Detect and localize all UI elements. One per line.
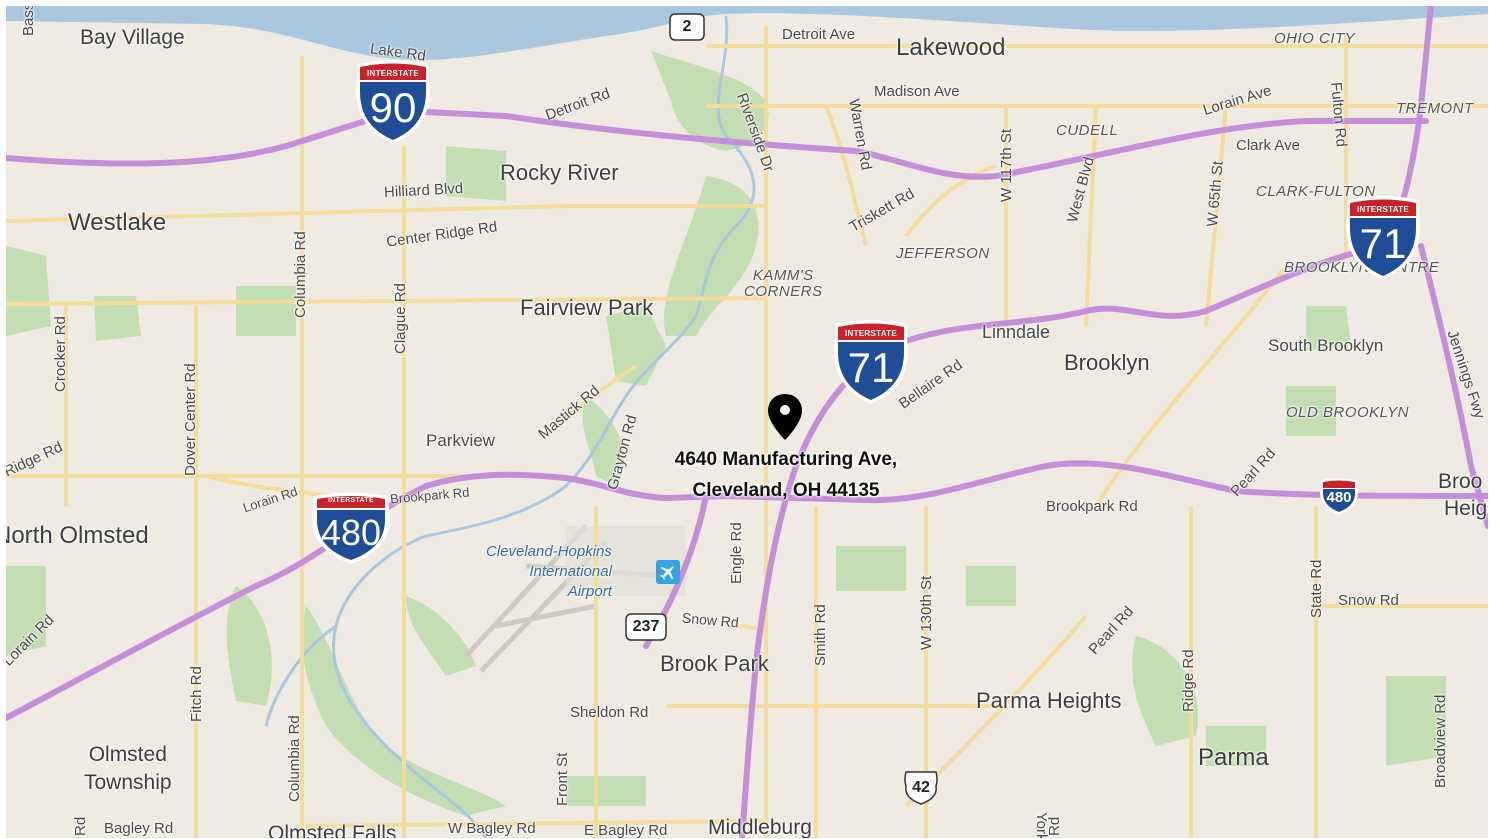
road-label-fitch: Fitch Rd <box>188 666 205 722</box>
city-label-parkview: Parkview <box>426 431 495 450</box>
city-label-parma: Parma <box>1198 744 1269 771</box>
road-label-brookpark-e: Brookpark Rd <box>1046 498 1138 515</box>
i71-west-shield: INTERSTATE 71 <box>828 320 914 406</box>
road-label-detroit-ave: Detroit Ave <box>782 26 856 43</box>
airport-label: Cleveland-Hopkins International Airport <box>486 543 612 600</box>
pin-address-line2: Cleveland, OH 44135 <box>692 480 880 501</box>
nbhd-clark-fulton: CLARK-FULTON <box>1256 183 1376 200</box>
rivers <box>264 15 756 838</box>
city-label-heig: Heig <box>1444 497 1488 520</box>
road-label-engle: Engle Rd <box>728 522 745 584</box>
road-label-snow-e: Snow Rd <box>1338 592 1399 609</box>
road-label-w117: W 117th St <box>998 128 1015 202</box>
road-label-clague: Clague Rd <box>392 283 409 354</box>
nbhd-tremont: TREMONT <box>1396 100 1474 117</box>
city-label-brook-park: Brook Park <box>660 651 769 676</box>
park-areas <box>6 51 1446 816</box>
road-label-e-bagley: E Bagley Rd <box>584 822 668 838</box>
i90-shield: INTERSTATE 90 <box>350 60 436 146</box>
map-view[interactable]: Bay Village Lakewood Rocky River Westlak… <box>6 6 1488 838</box>
city-label-broo: Broo <box>1438 470 1483 493</box>
nbhd-jefferson: JEFFERSON <box>896 245 990 262</box>
i480-route <box>6 460 1488 721</box>
map-canvas[interactable] <box>6 6 1488 838</box>
i71-east-shield: INTERSTATE 71 <box>1340 196 1426 282</box>
lake-erie <box>6 6 1488 60</box>
us42-shield: 42 <box>902 770 940 806</box>
city-label-linndale: Linndale <box>982 322 1051 342</box>
road-label-madison: Madison Ave <box>874 83 960 100</box>
city-label-fairview-park: Fairview Park <box>520 295 654 320</box>
pin-address-label: 4640 Manufacturing Ave, Cleveland, OH 44… <box>636 444 936 506</box>
city-label-south-brooklyn: South Brooklyn <box>1268 336 1384 355</box>
sr237-shield: 237 <box>624 612 668 642</box>
nbhd-ohio-city: OHIO CITY <box>1274 30 1356 47</box>
city-label-middleburg: Middleburg <box>708 816 812 838</box>
road-label-rd-sw: Rd <box>72 816 89 836</box>
city-label-lakewood: Lakewood <box>896 34 1006 61</box>
i480-west-shield: INTERSTATE 480 <box>308 492 394 566</box>
road-label-broadview: Broadview Rd <box>1432 694 1449 788</box>
airplane-icon <box>656 560 680 584</box>
city-label-bay-village: Bay Village <box>80 26 185 49</box>
nbhd-kamms-corners: KAMM'S CORNERS <box>744 267 823 300</box>
city-label-westlake: Westlake <box>68 209 167 236</box>
city-label-parma-heights: Parma Heights <box>976 688 1122 713</box>
i480-east-shield: 480 <box>1318 478 1360 516</box>
road-label-columbia-s: Columbia Rd <box>286 715 303 802</box>
jennings-fwy-route <box>1418 243 1488 529</box>
nbhd-cudell: CUDELL <box>1056 122 1119 139</box>
road-label-sheldon: Sheldon Rd <box>570 704 649 721</box>
nbhd-old-brooklyn: OLD BROOKLYN <box>1286 404 1409 421</box>
map-pin-icon[interactable] <box>766 392 804 442</box>
road-label-clark: Clark Ave <box>1236 137 1300 154</box>
road-label-rd-se: Rd <box>1046 816 1063 836</box>
road-label-front: Front St <box>554 752 571 806</box>
road-label-smith: Smith Rd <box>812 604 829 666</box>
pin-address-line1: 4640 Manufacturing Ave, <box>674 449 898 470</box>
city-label-olmsted-township: Olmsted Township <box>84 743 172 794</box>
road-label-state: State Rd <box>1308 559 1325 618</box>
i90-route <box>6 107 1429 180</box>
road-label-columbia-n: Columbia Rd <box>292 231 309 318</box>
road-label-bagley-w: Bagley Rd <box>104 820 174 837</box>
road-label-bassett: Bassett Rd <box>20 6 37 36</box>
road-label-dover-center: Dover Center Rd <box>182 363 199 476</box>
city-label-brooklyn: Brooklyn <box>1064 350 1150 375</box>
city-label-rocky-river: Rocky River <box>500 160 619 185</box>
city-label-north-olmsted: North Olmsted <box>6 522 149 549</box>
sr2-shield: 2 <box>668 12 706 42</box>
road-label-ridge-s: Ridge Rd <box>1180 649 1197 712</box>
road-label-w130: W 130th St <box>918 575 935 650</box>
road-label-crocker: Crocker Rd <box>52 316 69 392</box>
road-label-w-bagley: W Bagley Rd <box>448 820 536 837</box>
city-label-olmsted-falls: Olmsted Falls <box>268 822 397 838</box>
